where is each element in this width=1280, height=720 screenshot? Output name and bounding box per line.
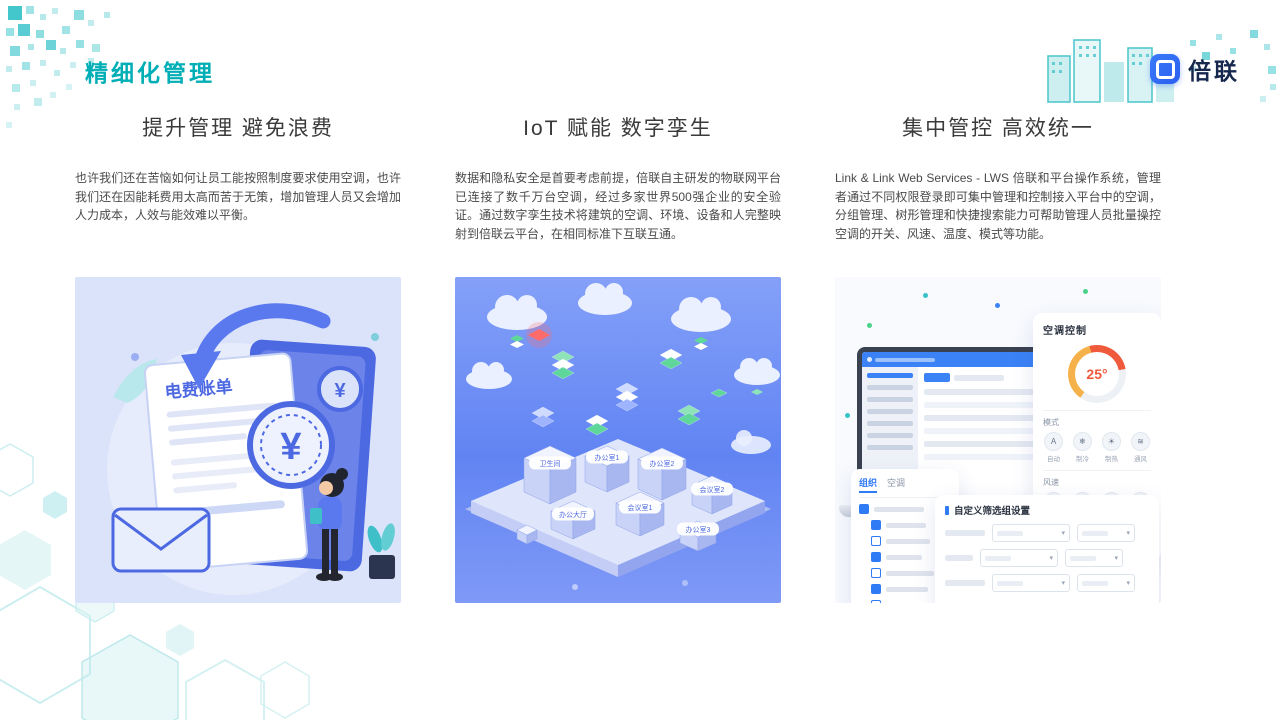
column-body: Link & Link Web Services - LWS 倍联和平台操作系统… <box>835 171 1161 241</box>
filter-select: ▾ <box>1065 549 1123 567</box>
checkbox-icon <box>871 568 881 578</box>
column-central-control: 集中管控 高效统一 Link & Link Web Services - LWS… <box>835 112 1161 603</box>
dashboard-header-bar <box>862 352 1058 367</box>
svg-text:会议室2: 会议室2 <box>700 485 725 494</box>
chevron-down-icon: ▾ <box>1061 530 1065 537</box>
temperature-gauge: 25° <box>1068 345 1126 403</box>
filter-select: ▾ <box>992 524 1070 542</box>
checkbox-icon <box>871 536 881 546</box>
mode-label: 模式 <box>1043 410 1151 428</box>
column-heading: 集中管控 高效统一 <box>902 117 1094 140</box>
tile-stacks <box>510 335 763 395</box>
svg-text:办公大厅: 办公大厅 <box>559 510 587 519</box>
column-heading: 提升管理 避免浪费 <box>142 117 334 140</box>
chevron-down-icon: ▾ <box>1049 555 1053 562</box>
checkbox-icon <box>871 600 881 603</box>
filter-settings-card: 自定义筛选组设置 ▾ ▾ ▾ ▾ ▾ ▾ <box>935 495 1159 603</box>
coin-symbol: ¥ <box>280 426 301 468</box>
plant-icon <box>367 523 395 579</box>
brand-logo: 倍联 <box>1150 52 1240 86</box>
dashboard-content <box>918 367 1058 510</box>
filter-select: ▾ <box>1077 524 1135 542</box>
chevron-down-icon: ▾ <box>1114 555 1118 562</box>
alert-tile <box>528 329 550 341</box>
mode-cool-icon: ❄ <box>1073 432 1092 451</box>
dot-decoration <box>1083 289 1088 294</box>
page-title: 精细化管理 <box>85 60 215 86</box>
svg-text:卫生间: 卫生间 <box>540 459 561 468</box>
column-management: 提升管理 避免浪费 也许我们还在苦恼如何让员工能按照制度要求使用空调，也许我们还… <box>75 112 401 603</box>
chevron-down-icon: ▾ <box>1061 580 1065 587</box>
column-iot: IoT 赋能 数字孪生 数据和隐私安全是首要考虑前提，倍联自主研发的物联网平台已… <box>455 112 781 603</box>
checkbox-icon <box>859 504 869 514</box>
electricity-bill-illustration: 电费账单 ¥ ¥ <box>75 277 401 603</box>
brand-logo-text: 倍联 <box>1188 58 1240 84</box>
dot-decoration <box>923 293 928 298</box>
control-dashboard-illustration: 空调控制 25° 模式 A自动 ❄制冷 ☀制热 ≋通风 风速 A自动 ◔低速 <box>835 277 1161 603</box>
svg-text:办公室2: 办公室2 <box>650 459 675 468</box>
chevron-down-icon: ▾ <box>1126 580 1130 587</box>
svg-text:办公室1: 办公室1 <box>595 453 620 462</box>
dot-decoration <box>995 303 1000 308</box>
digital-twin-illustration: 卫生间 办公室1 办公室2 办公大厅 会议室1 会议室2 办公室3 <box>455 277 781 603</box>
tree-tabs: 组织 空调 <box>859 476 951 498</box>
filter-select: ▾ <box>992 574 1070 592</box>
checkbox-icon <box>871 552 881 562</box>
floating-tiles <box>531 348 728 436</box>
cloud-icons <box>466 283 780 454</box>
column-heading: IoT 赋能 数字孪生 <box>523 117 713 140</box>
svg-text:会议室1: 会议室1 <box>628 503 653 512</box>
mode-fan-icon: ≋ <box>1131 432 1150 451</box>
coin-symbol-small: ¥ <box>334 380 346 402</box>
column-body: 也许我们还在苦恼如何让员工能按照制度要求使用空调，也许我们还在因能耗费用太高而苦… <box>75 171 401 223</box>
dot-decoration <box>867 323 872 328</box>
checkbox-icon <box>871 520 881 530</box>
column-body: 数据和隐私安全是首要考虑前提，倍联自主研发的物联网平台已连接了数千万台空调，经过… <box>455 171 781 241</box>
brand-logo-icon <box>1150 54 1180 84</box>
bullet-icon <box>945 505 949 515</box>
tab-ac: 空调 <box>887 478 906 488</box>
mode-auto-icon: A <box>1044 432 1063 451</box>
filter-select: ▾ <box>980 549 1058 567</box>
mode-heat-icon: ☀ <box>1102 432 1121 451</box>
person-figure <box>310 468 348 581</box>
svg-text:办公室3: 办公室3 <box>686 525 711 534</box>
tab-organization: 组织 <box>859 476 878 493</box>
room-labels: 卫生间 办公室1 办公室2 办公大厅 会议室1 会议室2 办公室3 <box>529 450 733 536</box>
ac-card-title: 空调控制 <box>1043 326 1087 337</box>
content-columns: 提升管理 避免浪费 也许我们还在苦恼如何让员工能按照制度要求使用空调，也许我们还… <box>75 112 1161 603</box>
filter-select: ▾ <box>1077 574 1135 592</box>
fan-speed-label: 风速 <box>1043 470 1151 488</box>
filter-card-title: 自定义筛选组设置 <box>945 503 1149 517</box>
chevron-down-icon: ▾ <box>1126 530 1130 537</box>
checkbox-icon <box>871 584 881 594</box>
temperature-value: 25° <box>1075 352 1119 396</box>
dot-decoration <box>845 413 850 418</box>
envelope-icon <box>111 507 211 573</box>
